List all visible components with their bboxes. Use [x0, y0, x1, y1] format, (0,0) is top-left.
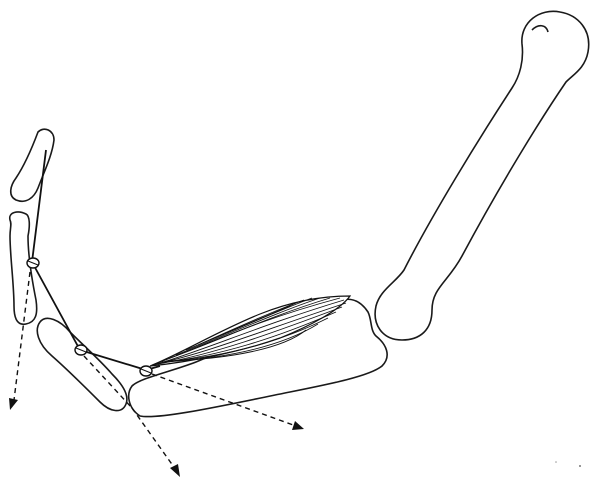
pulley-3 — [140, 366, 152, 376]
force-arrow-3 — [132, 408, 180, 477]
speck — [555, 461, 557, 463]
distal-phalanx-bone — [11, 129, 54, 201]
pulley-2 — [75, 345, 87, 355]
speck — [579, 465, 581, 467]
humerus-bone — [375, 11, 589, 340]
metacarpal-bone — [37, 318, 127, 410]
pulley-1 — [27, 258, 39, 268]
